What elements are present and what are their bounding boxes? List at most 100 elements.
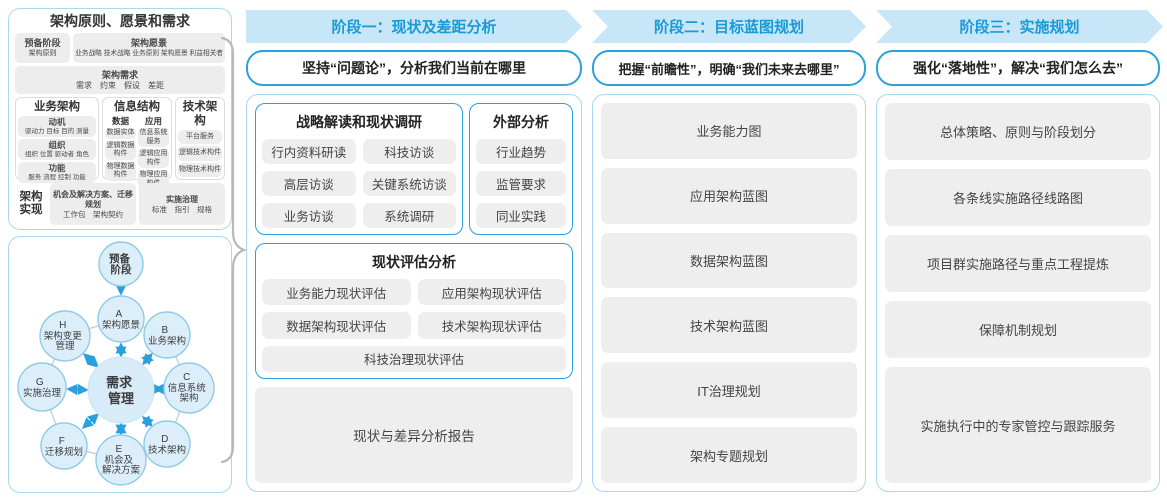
- data-entity-cell: 数据实体: [105, 128, 136, 139]
- function-box: 功能 服务 流程 控制 功能: [18, 162, 96, 183]
- center-circle-line2: 管理: [108, 391, 134, 406]
- architecture-sections-row: 业务架构 动机 驱动力 目标 目的 测量 组织 组织 位置 驱动者 角色 功能 …: [15, 97, 225, 189]
- adm-h-label2: 管理: [55, 340, 75, 352]
- external-analysis-group: 外部分析 行业趋势 监管要求 同业实践: [469, 103, 573, 235]
- svg-text:预备 阶段: 预备 阶段: [109, 252, 133, 276]
- svg-text:H 架构变更 管理: H 架构变更 管理: [44, 315, 86, 352]
- external-item: 监管要求: [476, 171, 566, 196]
- architecture-principles-panel: 架构原则、愿景和需求 预备阶段 架构原则 架构愿景 业务战略 技术战略 业务原则…: [8, 8, 232, 230]
- organization-title: 组织: [48, 140, 66, 150]
- opportunity-migration-sub: 工作包 架构契约: [63, 209, 123, 219]
- data-column-title: 数据: [111, 116, 129, 126]
- svg-text:B 业务架构: B 业务架构: [148, 320, 186, 347]
- prep-phase-box: 预备阶段 架构原则: [15, 33, 71, 63]
- gap-analysis-report-box: 现状与差异分析报告: [255, 387, 573, 483]
- svg-text:A 架构愿景: A 架构愿景: [102, 304, 140, 331]
- adm-c-label1: 信息系统: [168, 382, 207, 394]
- architecture-vision-title: 架构愿景: [131, 38, 168, 48]
- svg-text:F 迁移规划: F 迁移规划: [45, 431, 83, 458]
- arrow-center-g: [66, 383, 89, 396]
- adm-f-label: 迁移规划: [45, 446, 83, 458]
- phase-2-column: 业务能力图 应用架构蓝图 数据架构蓝图 技术架构蓝图 IT治理规划 架构专题规划: [592, 94, 866, 492]
- phase-3-item: 项目群实施路径与重点工程提炼: [885, 235, 1151, 293]
- adm-cycle-diagram: 预备 阶段 A 架构愿景 B 业务架构 C 信息系统 架构: [17, 241, 215, 486]
- adm-b-label: 业务架构: [148, 335, 186, 347]
- phase-1-column: 战略解读和现状调研 行内资料研读 科技访谈 高层访谈 关键系统访谈 业务访谈 系…: [246, 94, 582, 492]
- adm-circle-f: [40, 422, 88, 470]
- svg-text:G 实施治理: G 实施治理: [23, 372, 62, 399]
- arrow-center-b: [141, 352, 154, 366]
- technology-architecture-section: 技术架构 平台服务 逻辑技术构件 物理技术构件: [175, 97, 225, 180]
- prep-phase-circle: [98, 241, 144, 287]
- adm-c-label2: 架构: [179, 392, 198, 404]
- adm-circle-a: [97, 295, 145, 343]
- phase-2-item: 技术架构蓝图: [601, 297, 857, 354]
- arrow-center-h: [82, 353, 100, 368]
- phase-2-header: 阶段二：目标蓝图规划: [592, 10, 866, 43]
- business-architecture-section: 业务架构 动机 驱动力 目标 目的 测量 组织 组织 位置 驱动者 角色 功能 …: [15, 97, 99, 183]
- phase-2-subtitle: 把握“前瞻性”，明确“我们未来去哪里”: [592, 50, 866, 86]
- adm-a-letter: A: [115, 309, 122, 320]
- assessment-title: 现状评估分析: [372, 254, 456, 270]
- adm-g-label: 实施治理: [23, 387, 62, 399]
- strategy-item: 高层访谈: [262, 171, 356, 196]
- application-column: 应用 信息系统服务 逻辑应用构件 物理应用构件: [138, 116, 169, 189]
- assessment-item: 业务能力现状评估: [262, 279, 411, 306]
- architecture-requirements-box: 架构需求 需求 约束 假设 差距: [15, 66, 225, 94]
- svg-text:需求 管理: 需求 管理: [106, 375, 136, 406]
- svg-text:D 技术架构: D 技术架构: [148, 429, 186, 456]
- strategy-item: 行内资料研读: [262, 139, 356, 164]
- adm-circle-c: [163, 362, 215, 414]
- adm-f-letter: F: [59, 436, 65, 447]
- data-column: 数据 数据实体 逻辑数据构件 物理数据构件: [105, 116, 136, 181]
- adm-e-label2: 解决方案: [102, 464, 141, 476]
- svg-text:C 信息系统 架构: C 信息系统 架构: [168, 367, 210, 404]
- technology-architecture-title: 技术架构: [182, 101, 218, 127]
- motivation-sub: 驱动力 目标 目的 测量: [25, 128, 89, 135]
- architecture-vision-box: 架构愿景 业务战略 技术战略 业务原则 架构愿景 利益相关者: [73, 33, 225, 63]
- principles-panel-title: 架构原则、愿景和需求: [50, 13, 190, 29]
- arrow-center-f: [81, 413, 100, 429]
- adm-e-letter: E: [115, 444, 122, 455]
- phase-3-item: 总体策略、原则与阶段划分: [885, 103, 1151, 161]
- prep-vision-row: 预备阶段 架构原则 架构愿景 业务战略 技术战略 业务原则 架构愿景 利益相关者: [15, 33, 225, 63]
- implementation-governance-box: 实施治理 标准 指引 规格: [139, 183, 225, 225]
- adm-c-letter: C: [183, 372, 190, 383]
- motivation-box: 动机 驱动力 目标 目的 测量: [18, 116, 96, 137]
- adm-circle-d: [143, 420, 191, 468]
- info-system-service-cell: 信息系统服务: [138, 128, 169, 147]
- adm-e-label1: 机会及: [105, 454, 134, 466]
- adm-h-letter: H: [59, 320, 66, 331]
- architecture-vision-sub: 业务战略 技术战略 业务原则 架构愿景 利益相关者: [75, 50, 223, 57]
- architecture-requirements-sub: 需求 约束 假设 差距: [76, 81, 164, 90]
- adm-circle-h: [39, 310, 91, 362]
- phase-2-item: 架构专题规划: [601, 427, 857, 483]
- phase-2-item: IT治理规划: [601, 362, 857, 419]
- logical-data-cell: 逻辑数据构件: [105, 140, 136, 160]
- architecture-realization-label: 架构实现: [19, 191, 43, 216]
- phase-3-column: 总体策略、原则与阶段划分 各条线实施路径线路图 项目群实施路径与重点工程提炼 保…: [876, 94, 1160, 492]
- physical-data-cell: 物理数据构件: [105, 161, 136, 181]
- adm-circle-g: [17, 362, 67, 412]
- organization-sub: 组织 位置 驱动者 角色: [25, 151, 89, 158]
- information-structure-section: 信息结构 数据 数据实体 逻辑数据构件 物理数据构件 应用 信息系统服务 逻辑应…: [102, 97, 172, 189]
- strategy-item: 系统调研: [362, 203, 456, 228]
- adm-a-label: 架构愿景: [102, 319, 140, 331]
- phase-3-header: 阶段三：实施规划: [876, 10, 1163, 43]
- function-sub: 服务 流程 控制 功能: [28, 174, 86, 181]
- prep-circle-line2: 阶段: [111, 263, 132, 276]
- phase-2-item: 数据架构蓝图: [601, 232, 857, 289]
- phase-3-item: 实施执行中的专家管控与跟踪服务: [885, 367, 1151, 483]
- phase-1-header: 阶段一：现状及差距分析: [246, 10, 582, 43]
- strategy-research-group: 战略解读和现状调研 行内资料研读 科技访谈 高层访谈 关键系统访谈 业务访谈 系…: [255, 103, 463, 235]
- platform-service-cell: 平台服务: [178, 130, 222, 145]
- external-analysis-title: 外部分析: [493, 114, 549, 130]
- strategy-item: 科技访谈: [362, 139, 456, 164]
- prep-phase-sub: 架构原则: [28, 50, 57, 57]
- phase-2-item: 业务能力图: [601, 103, 857, 159]
- application-column-title: 应用: [144, 116, 162, 126]
- arrow-center-d: [141, 415, 154, 428]
- organization-box: 组织 组织 位置 驱动者 角色: [18, 139, 96, 160]
- architecture-requirements-title: 架构需求: [101, 70, 138, 80]
